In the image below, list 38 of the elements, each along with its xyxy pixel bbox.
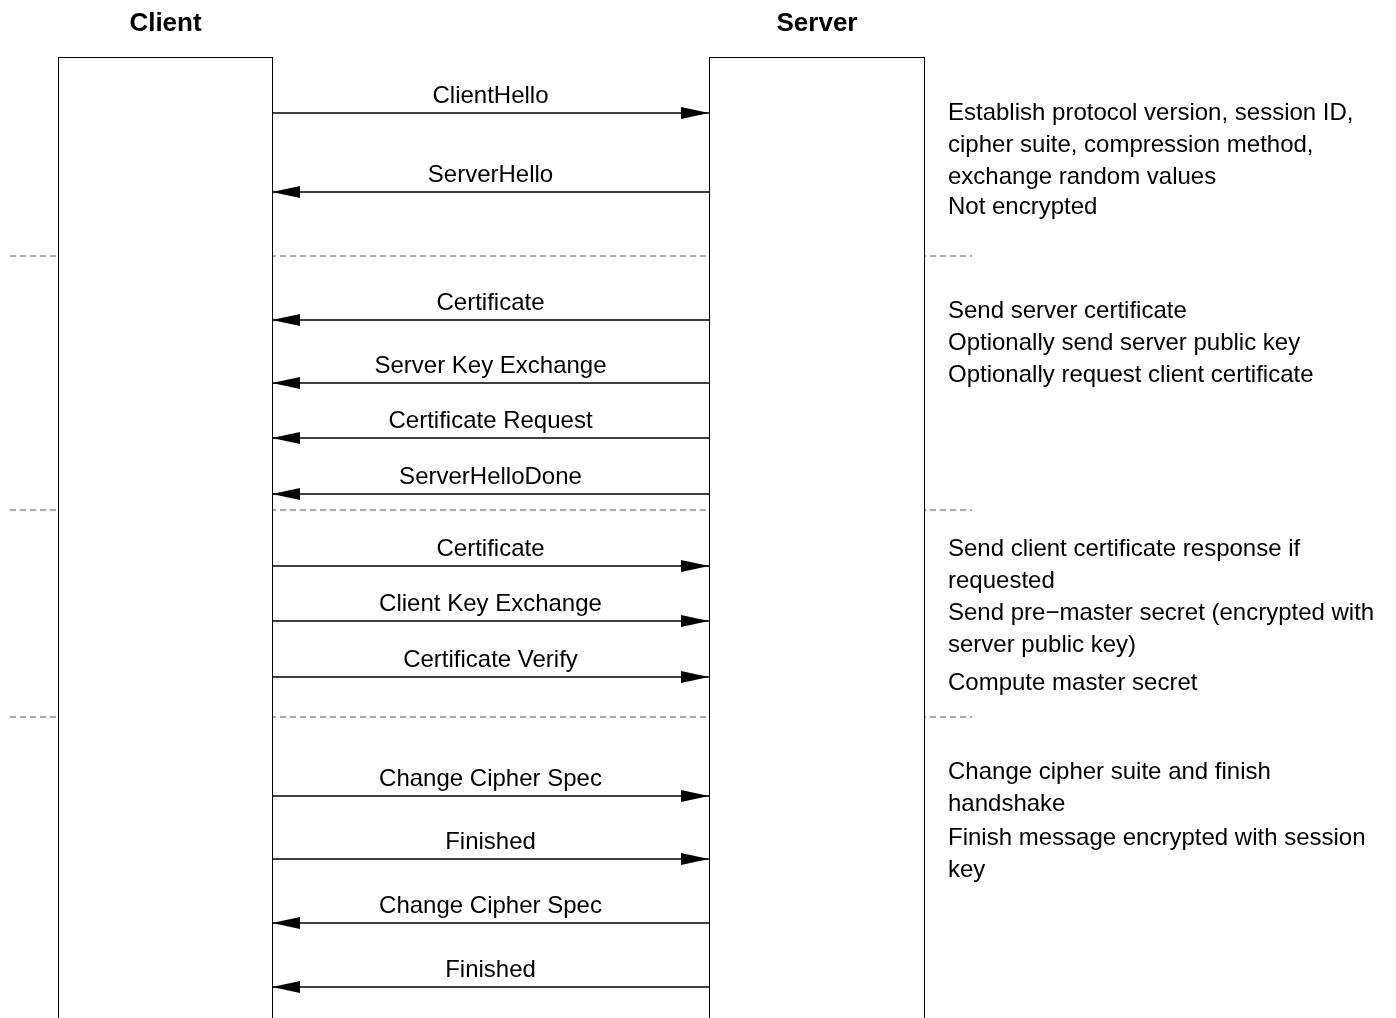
phase-note: Send server certificate bbox=[948, 295, 1188, 325]
message-label: Finished bbox=[445, 955, 536, 983]
message-label: Finished bbox=[445, 827, 536, 855]
message-arrow bbox=[271, 560, 710, 572]
phase-note: Change cipher suite and finish handshake bbox=[948, 756, 1272, 818]
phase-note: Establish protocol version, session ID, cipher suite, compression method, exchange random values bbox=[948, 97, 1355, 191]
column-heading: Client bbox=[128, 7, 203, 37]
message-arrow bbox=[271, 377, 710, 389]
message-arrow bbox=[271, 432, 710, 444]
message-label: Certificate bbox=[436, 534, 545, 562]
message-label: Certificate Verify bbox=[403, 645, 578, 673]
message-arrow bbox=[271, 314, 710, 326]
phase-note: Optionally send server public key bbox=[948, 327, 1302, 357]
message-label: ClientHello bbox=[432, 81, 549, 109]
message-arrow bbox=[271, 488, 710, 500]
message-arrow bbox=[271, 790, 710, 802]
phase-note: Send pre−master secret (encrypted with server public key) bbox=[948, 597, 1376, 659]
message-arrow bbox=[271, 107, 710, 119]
message-label: Certificate Request bbox=[388, 406, 593, 434]
phase-note: Not encrypted bbox=[948, 191, 1099, 221]
message-arrow bbox=[271, 981, 710, 993]
message-label: ServerHello bbox=[427, 160, 554, 188]
column-heading: Server bbox=[775, 7, 859, 37]
message-arrow bbox=[271, 917, 710, 929]
phase-note: Send client certificate response if requested bbox=[948, 533, 1302, 595]
phase-note: Compute master secret bbox=[948, 667, 1199, 697]
message-label: Change Cipher Spec bbox=[379, 891, 602, 919]
message-label: Client Key Exchange bbox=[379, 589, 602, 617]
phase-note: Finish message encrypted with session key bbox=[948, 822, 1367, 884]
message-label: ServerHelloDone bbox=[399, 462, 582, 490]
message-arrow bbox=[271, 615, 710, 627]
phase-note: Optionally request client certificate bbox=[948, 359, 1315, 389]
message-arrow bbox=[271, 853, 710, 865]
message-label: Change Cipher Spec bbox=[379, 764, 602, 792]
message-arrow bbox=[271, 186, 710, 198]
message-label: Certificate bbox=[436, 288, 545, 316]
message-arrow bbox=[271, 671, 710, 683]
message-label: Server Key Exchange bbox=[374, 351, 607, 379]
